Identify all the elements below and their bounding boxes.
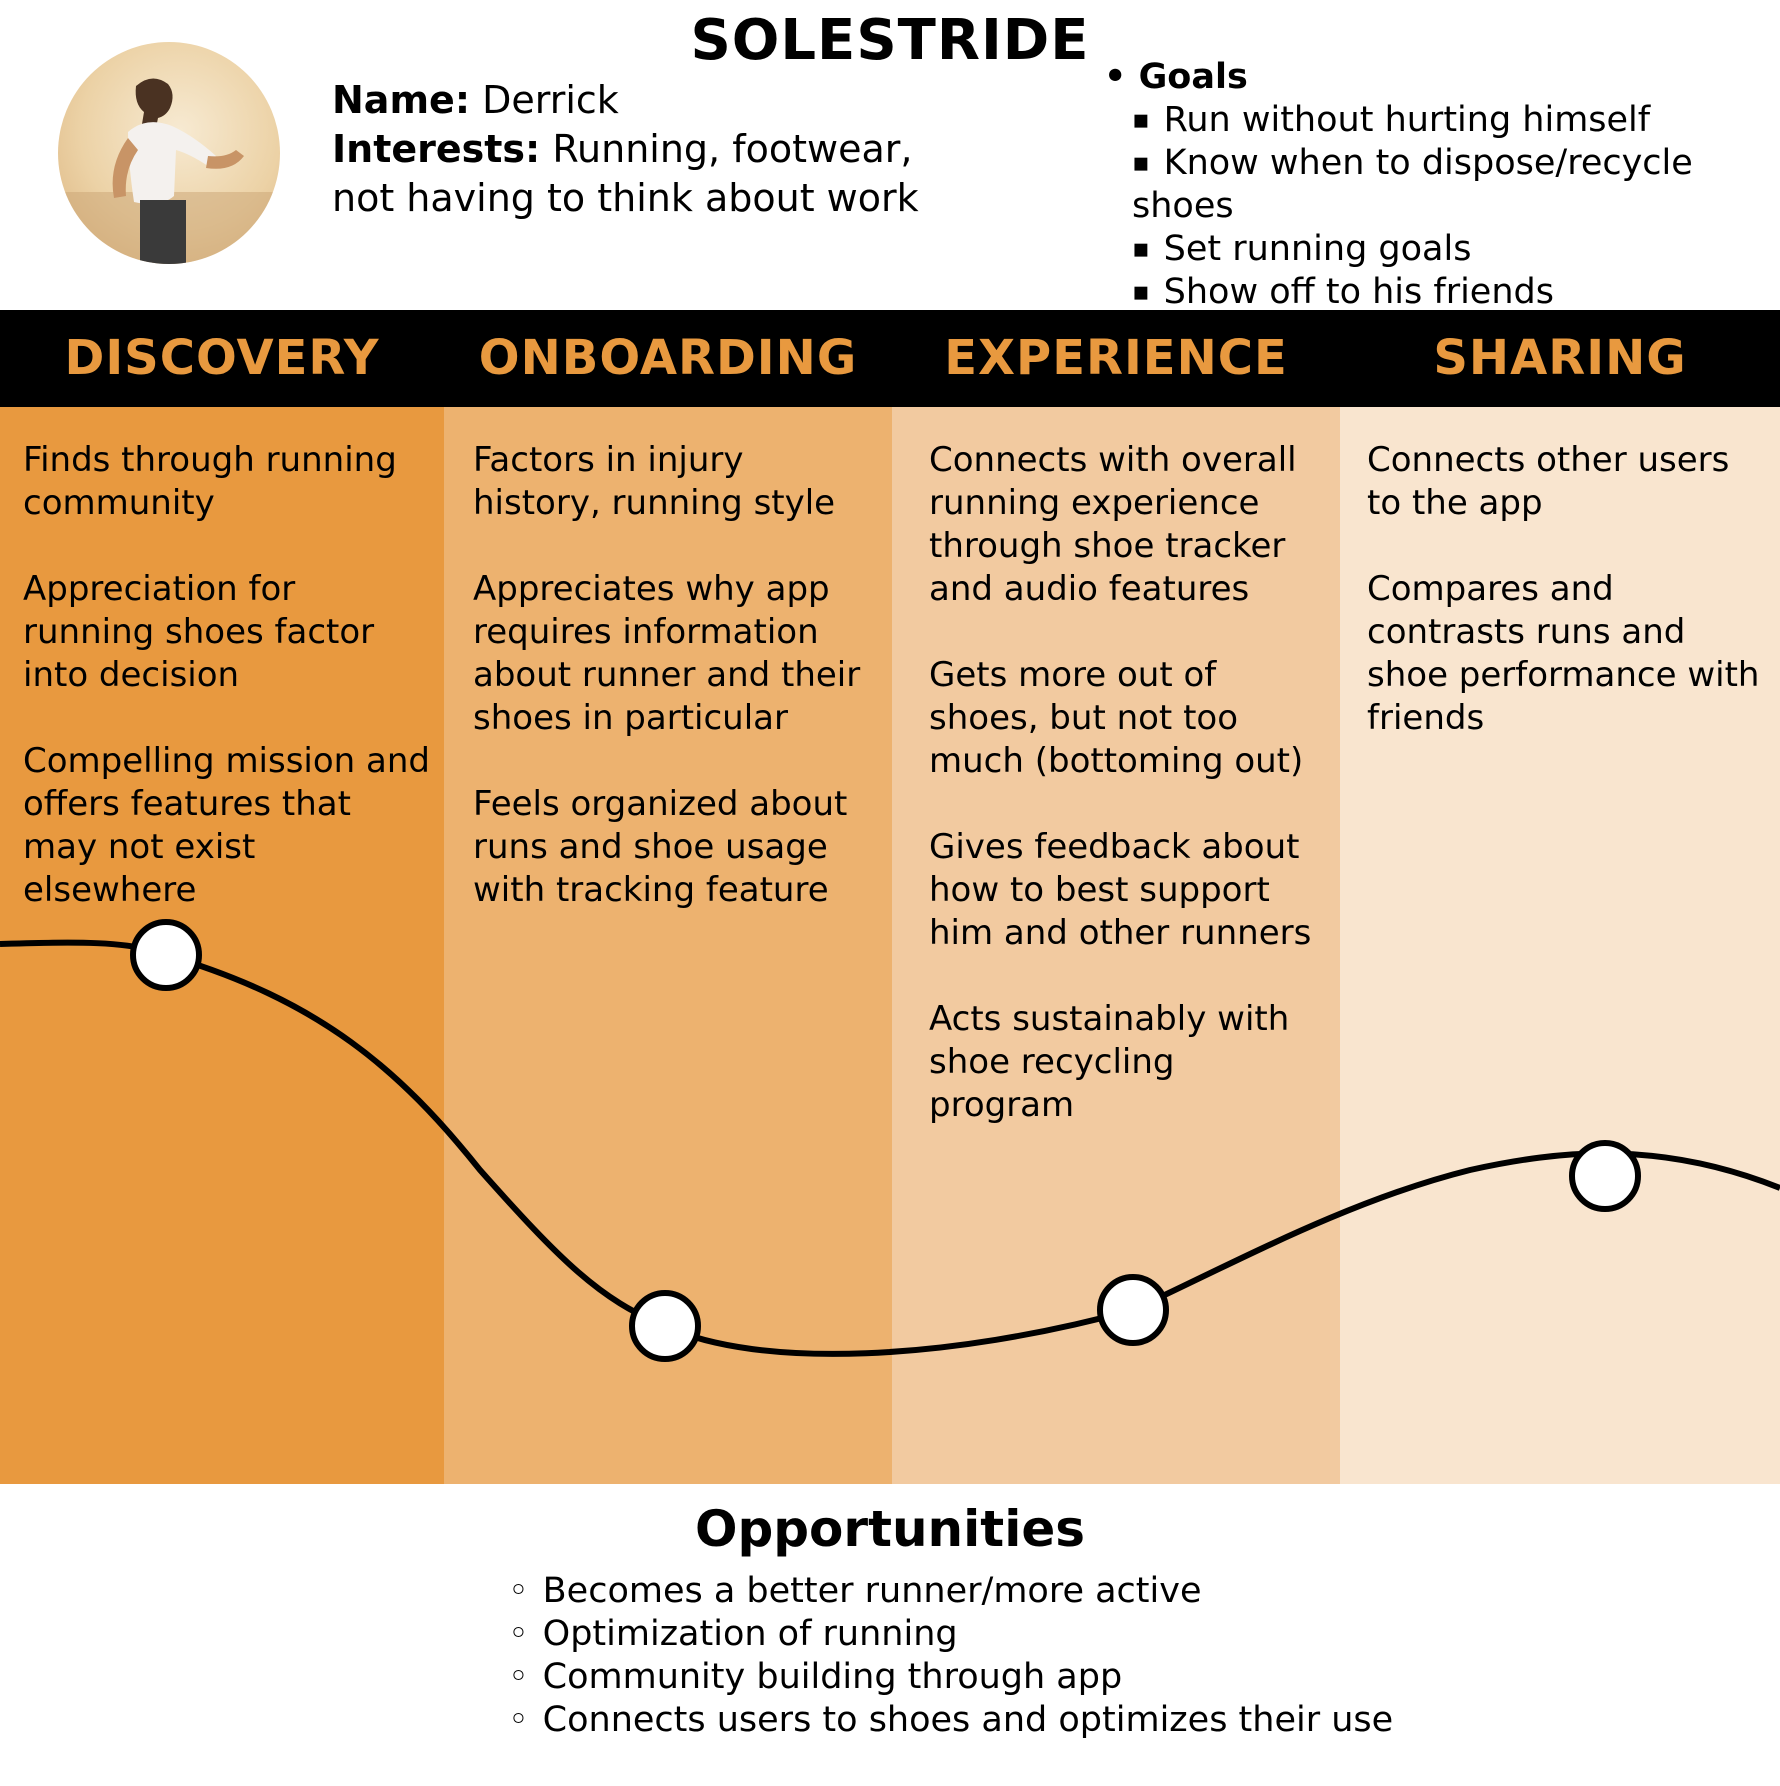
goals-heading: • Goals [1104, 57, 1248, 97]
opportunity-item: Becomes a better runner/more active [508, 1570, 1393, 1613]
goal-item: Set running goals [1132, 228, 1780, 271]
stage-note: Compelling mission and offers features t… [23, 741, 431, 910]
stage-note: Connects with overall running experience… [929, 440, 1297, 609]
stage-note: Compares and contrasts runs and shoe per… [1367, 569, 1760, 738]
stage-note: Gives feedback about how to best support… [929, 827, 1312, 953]
stage-discovery: DISCOVERY Finds through running communit… [0, 310, 444, 1484]
goals-list: • Goals Run without hurting himself Know… [1104, 56, 1780, 314]
persona-interests-cont: not having to think about work [332, 176, 919, 220]
opportunity-item: Connects users to shoes and optimizes th… [508, 1699, 1394, 1742]
opportunity-item: Community building through app [508, 1656, 1393, 1699]
goal-item: Know when to dispose/recycle shoes [1132, 142, 1780, 228]
persona-details: Name: Derrick Interests: Running, footwe… [332, 76, 919, 223]
persona-avatar [58, 42, 280, 264]
opportunity-item: Optimization of running [508, 1613, 1393, 1656]
stage-note: Gets more out of shoes, but not too much… [929, 655, 1304, 781]
goal-item: Show off to his friends [1132, 271, 1780, 314]
stage-note: Connects other users to the app [1367, 440, 1730, 523]
stage-note: Feels organized about runs and shoe usag… [473, 784, 848, 910]
opportunities-section: Opportunities Becomes a better runner/mo… [0, 1500, 1780, 1740]
stage-note: Acts sustainably with shoe recycling pro… [929, 999, 1290, 1125]
opportunities-heading: Opportunities [694, 1500, 1086, 1558]
page-title: SOLESTRIDE [690, 8, 1090, 73]
stage-note: Factors in injury history, running style [473, 440, 836, 523]
stage-note: Appreciates why app requires information… [473, 569, 861, 738]
goal-item: Run without hurting himself [1132, 99, 1780, 142]
persona-interests: Interests: Running, footwear, [332, 127, 913, 171]
stage-experience: EXPERIENCE Connects with overall running… [892, 310, 1340, 1484]
stage-header: SHARING [1340, 310, 1780, 407]
stage-header: ONBOARDING [444, 310, 892, 407]
stage-header: EXPERIENCE [892, 310, 1340, 407]
stage-note: Finds through running community [23, 440, 397, 523]
stage-onboarding: ONBOARDING Factors in injury history, ru… [444, 310, 892, 1484]
runner-photo-icon [58, 78, 280, 264]
stage-sharing: SHARING Connects other users to the app … [1340, 310, 1780, 1484]
stage-note: Appreciation for running shoes factor in… [23, 569, 375, 695]
stage-header: DISCOVERY [0, 310, 444, 407]
persona-name: Name: Derrick [332, 78, 619, 122]
journey-map: DISCOVERY Finds through running communit… [0, 310, 1780, 1484]
